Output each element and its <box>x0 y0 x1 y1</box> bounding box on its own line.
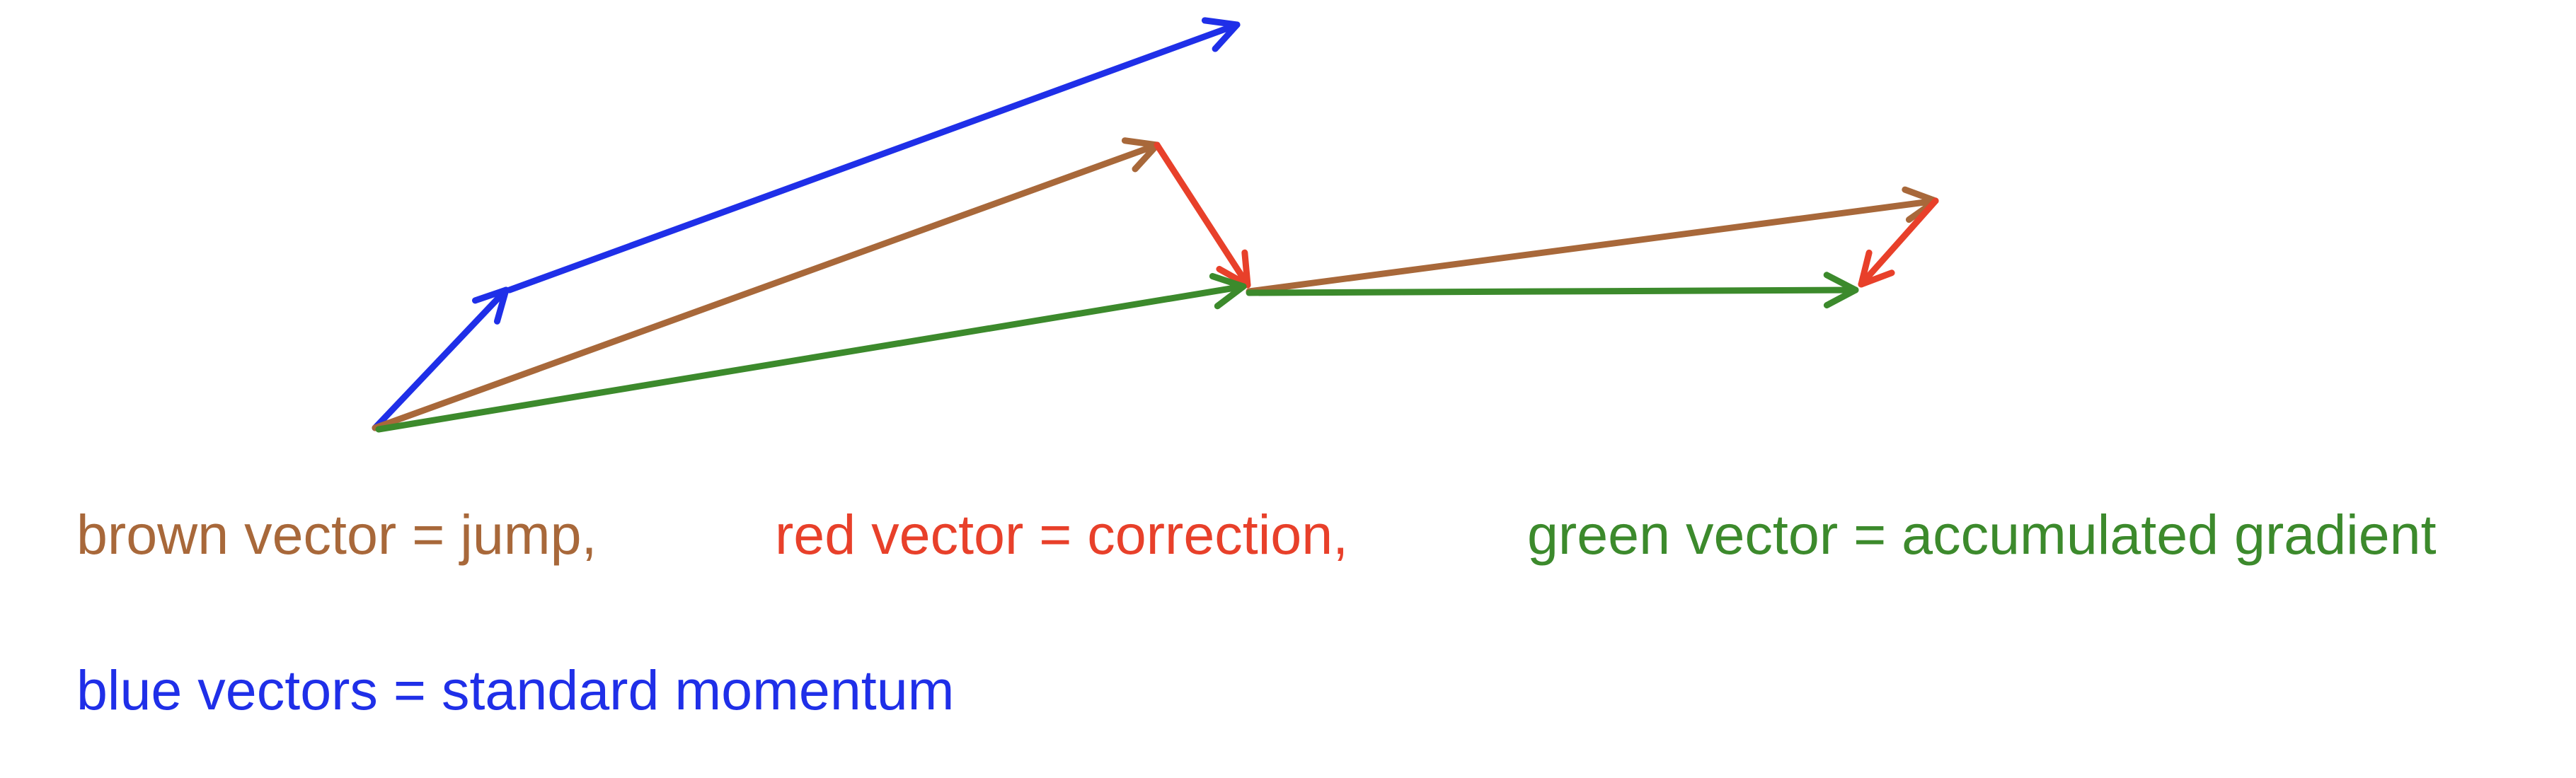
legend-brown-jump: brown vector = jump, <box>76 503 597 566</box>
green-vector-accumulated-2 <box>1246 272 1859 309</box>
red-vector-correction-1 <box>1154 141 1251 289</box>
brown-vector-jump-1 <box>372 137 1161 431</box>
legend-green-accumulated-gradient: green vector = accumulated gradient <box>1527 503 2437 566</box>
blue-vector-momentum <box>506 17 1241 294</box>
blue-vector-gradient <box>372 286 510 431</box>
legend-blue-standard-momentum: blue vectors = standard momentum <box>76 658 955 721</box>
green-vector-accumulated-1 <box>375 273 1247 433</box>
red-vector-correction-2 <box>1858 197 1939 288</box>
legend-red-correction: red vector = correction, <box>775 503 1349 566</box>
